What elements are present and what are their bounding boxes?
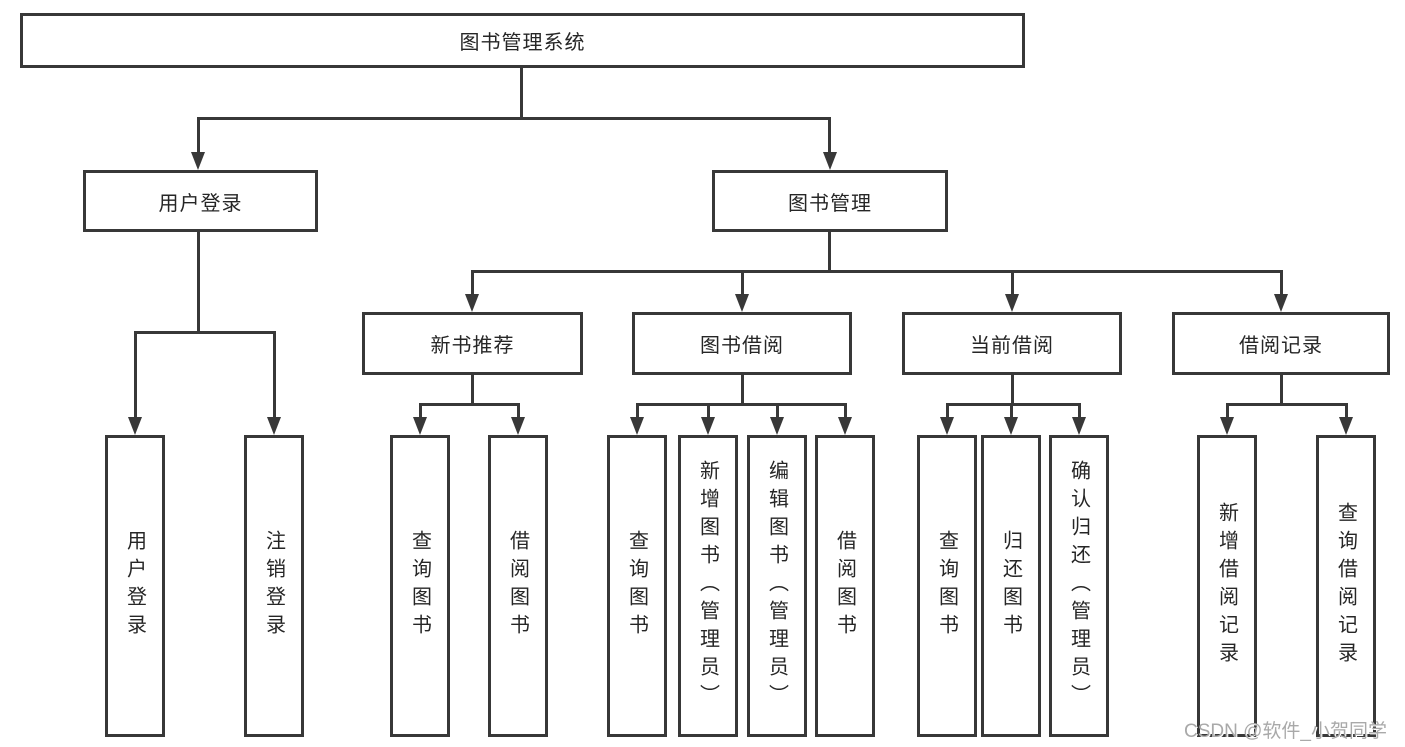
- connector-group-stub: [1011, 375, 1014, 406]
- arrowhead-icon: [940, 417, 954, 435]
- arrowhead-icon: [630, 417, 644, 435]
- node-borrow-records: 借阅记录: [1172, 312, 1390, 375]
- arrowhead-icon: [1339, 417, 1353, 435]
- arrowhead-icon: [701, 417, 715, 435]
- leaf-label: 注销登录: [262, 530, 285, 642]
- connector-drop: [273, 331, 276, 419]
- connector-drop: [946, 403, 949, 419]
- connector-drop: [707, 403, 710, 419]
- leaf-label: 用户登录: [123, 530, 146, 642]
- arrowhead-icon: [735, 294, 749, 312]
- node-book-borrow-label: 图书借阅: [700, 335, 784, 357]
- leaf-label: 归还图书: [999, 530, 1022, 642]
- node-leaf-current-return-books: 归还图书: [981, 435, 1041, 737]
- node-root-label: 图书管理系统: [459, 32, 586, 54]
- connector-drop: [844, 403, 847, 419]
- connector-group-hline: [636, 403, 846, 406]
- arrowhead-icon: [128, 417, 142, 435]
- connector-group-stub: [741, 375, 744, 406]
- arrowhead-icon: [1072, 417, 1086, 435]
- arrowhead-icon: [267, 417, 281, 435]
- connector-drop: [741, 270, 744, 296]
- node-book-mgmt: 图书管理: [712, 170, 948, 232]
- node-leaf-borrow-query-books: 查询图书: [607, 435, 667, 737]
- node-leaf-records-query-record: 查询借阅记录: [1316, 435, 1376, 737]
- connector-root-stub: [520, 68, 523, 117]
- node-current-borrow-label: 当前借阅: [970, 335, 1054, 357]
- connector-drop: [419, 403, 422, 419]
- connector-drop-login: [197, 117, 200, 152]
- node-leaf-borrow-borrow-books: 借阅图书: [815, 435, 875, 737]
- connector-drop-mgmt: [828, 117, 831, 152]
- node-user-login-label: 用户登录: [158, 192, 243, 215]
- leaf-label: 借阅图书: [833, 530, 856, 642]
- node-leaf-current-query-books: 查询图书: [917, 435, 977, 737]
- connector-drop: [471, 270, 474, 296]
- node-leaf-recommend-query-books: 查询图书: [390, 435, 450, 737]
- leaf-label: 编辑图书（管理员）: [765, 460, 788, 712]
- node-new-book-recommend-label: 新书推荐: [430, 335, 515, 357]
- leaf-label: 查询图书: [408, 530, 431, 642]
- node-new-book-recommend: 新书推荐: [362, 312, 583, 375]
- arrowhead-icon: [413, 417, 427, 435]
- connector-drop: [1226, 403, 1229, 419]
- connector-login-stub: [197, 232, 200, 333]
- node-leaf-recommend-borrow-books: 借阅图书: [488, 435, 548, 737]
- node-book-borrow: 图书借阅: [632, 312, 852, 375]
- arrowhead-icon: [1004, 417, 1018, 435]
- arrowhead-icon: [511, 417, 525, 435]
- arrowhead-icon: [1005, 294, 1019, 312]
- csdn-watermark: CSDN @软件_小贺同学: [1184, 721, 1387, 742]
- node-leaf-user-login: 用户登录: [105, 435, 165, 737]
- connector-login-hline: [134, 331, 276, 334]
- connector-root-hline: [197, 117, 831, 120]
- node-leaf-logout: 注销登录: [244, 435, 304, 737]
- node-root: 图书管理系统: [20, 13, 1025, 68]
- arrowhead-icon: [838, 417, 852, 435]
- connector-drop: [1010, 403, 1013, 419]
- node-book-mgmt-label: 图书管理: [788, 192, 872, 215]
- connector-drop: [1280, 270, 1283, 296]
- connector-group-stub: [471, 375, 474, 406]
- node-user-login: 用户登录: [83, 170, 318, 232]
- leaf-label: 查询借阅记录: [1334, 502, 1357, 670]
- arrowhead-icon: [465, 294, 479, 312]
- connector-group-hline: [1226, 403, 1347, 406]
- node-leaf-borrow-add-books-admin: 新增图书（管理员）: [678, 435, 738, 737]
- arrowhead-icon: [823, 152, 837, 170]
- connector-drop: [517, 403, 520, 419]
- connector-group-hline: [946, 403, 1080, 406]
- leaf-label: 查询图书: [935, 530, 958, 642]
- leaf-label: 借阅图书: [506, 530, 529, 642]
- leaf-label: 确认归还（管理员）: [1067, 460, 1090, 712]
- node-leaf-records-add-record: 新增借阅记录: [1197, 435, 1257, 737]
- arrowhead-icon: [1220, 417, 1234, 435]
- node-leaf-borrow-edit-books-admin: 编辑图书（管理员）: [747, 435, 807, 737]
- connector-drop: [1011, 270, 1014, 296]
- connector-drop: [1345, 403, 1348, 419]
- node-leaf-current-confirm-return-admin: 确认归还（管理员）: [1049, 435, 1109, 737]
- leaf-label: 新增图书（管理员）: [696, 460, 719, 712]
- connector-group-hline: [419, 403, 519, 406]
- connector-group-stub: [1280, 375, 1283, 406]
- arrowhead-icon: [770, 417, 784, 435]
- arrowhead-icon: [191, 152, 205, 170]
- connector-drop: [636, 403, 639, 419]
- connector-mgmt-hline: [471, 270, 1282, 273]
- leaf-label: 查询图书: [625, 530, 648, 642]
- arrowhead-icon: [1274, 294, 1288, 312]
- connector-drop: [1078, 403, 1081, 419]
- leaf-label: 新增借阅记录: [1215, 502, 1238, 670]
- node-borrow-records-label: 借阅记录: [1239, 335, 1323, 357]
- connector-drop: [776, 403, 779, 419]
- node-current-borrow: 当前借阅: [902, 312, 1122, 375]
- connector-drop: [134, 331, 137, 419]
- connector-mgmt-stub: [828, 232, 831, 273]
